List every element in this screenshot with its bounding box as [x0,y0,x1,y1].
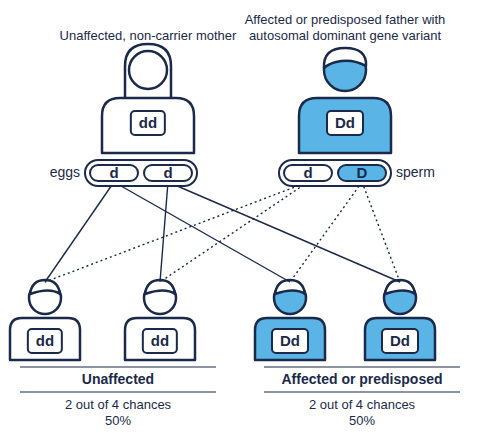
inheritance-line [160,182,168,282]
allele-pill: D [337,164,387,182]
mother-hair [125,44,171,100]
child-figure: Dd [362,282,438,360]
allele-pill: d [143,164,193,182]
rule-line [264,391,460,392]
parent-figure: Unaffected, non-carrier motherdd [98,48,198,153]
rule-line [264,366,460,367]
genotype-label: dd [142,328,178,354]
rule-line [20,366,216,367]
child-figure [125,280,195,360]
child-figure [10,280,80,360]
inheritance-line [160,182,308,282]
child-figure: dd [122,282,198,360]
parent-heading: Affected or predisposed father with auto… [235,12,455,43]
gamete-label: sperm [396,163,435,181]
genotype-label: dd [130,110,166,136]
genotype-label: Dd [271,328,309,354]
child-figure [255,280,325,360]
allele-pill: d [283,164,333,182]
parent-figure: Affected or predisposed father with auto… [295,48,395,153]
inheritance-line [45,182,114,282]
gamete-group: eggsdd [84,159,198,187]
gamete-group: spermdD [278,159,392,187]
allele-pill: d [89,164,139,182]
probability-text: 2 out of 4 chances [18,397,218,412]
percentage-text: 50% [18,413,218,428]
genotype-label: d [303,165,312,181]
genotype-label: D [357,165,368,181]
mother-head [129,51,167,89]
child-figure: dd [7,282,83,360]
inheritance-line [290,182,362,282]
mother-body [102,98,194,153]
genotype-label: d [109,165,118,181]
group-heading: Affected or predisposed [262,371,462,387]
percentage-text: 50% [262,413,462,428]
father-hair [324,48,366,68]
inheritance-line [168,182,400,282]
parent-heading: Unaffected, non-carrier mother [58,28,238,43]
genotype-label: Dd [381,328,419,354]
inheritance-line [362,182,400,282]
father-head [324,49,366,91]
group-heading: Unaffected [18,371,218,387]
father-body [299,98,391,153]
probability-text: 2 out of 4 chances [262,397,462,412]
child-figure [365,280,435,360]
genotype-label: dd [27,328,63,354]
gamete-label: eggs [50,163,80,181]
rule-line [20,391,216,392]
child-figure: Dd [252,282,328,360]
genotype-label: Dd [326,110,364,136]
inheritance-line [45,182,308,282]
genotype-label: d [163,165,172,181]
